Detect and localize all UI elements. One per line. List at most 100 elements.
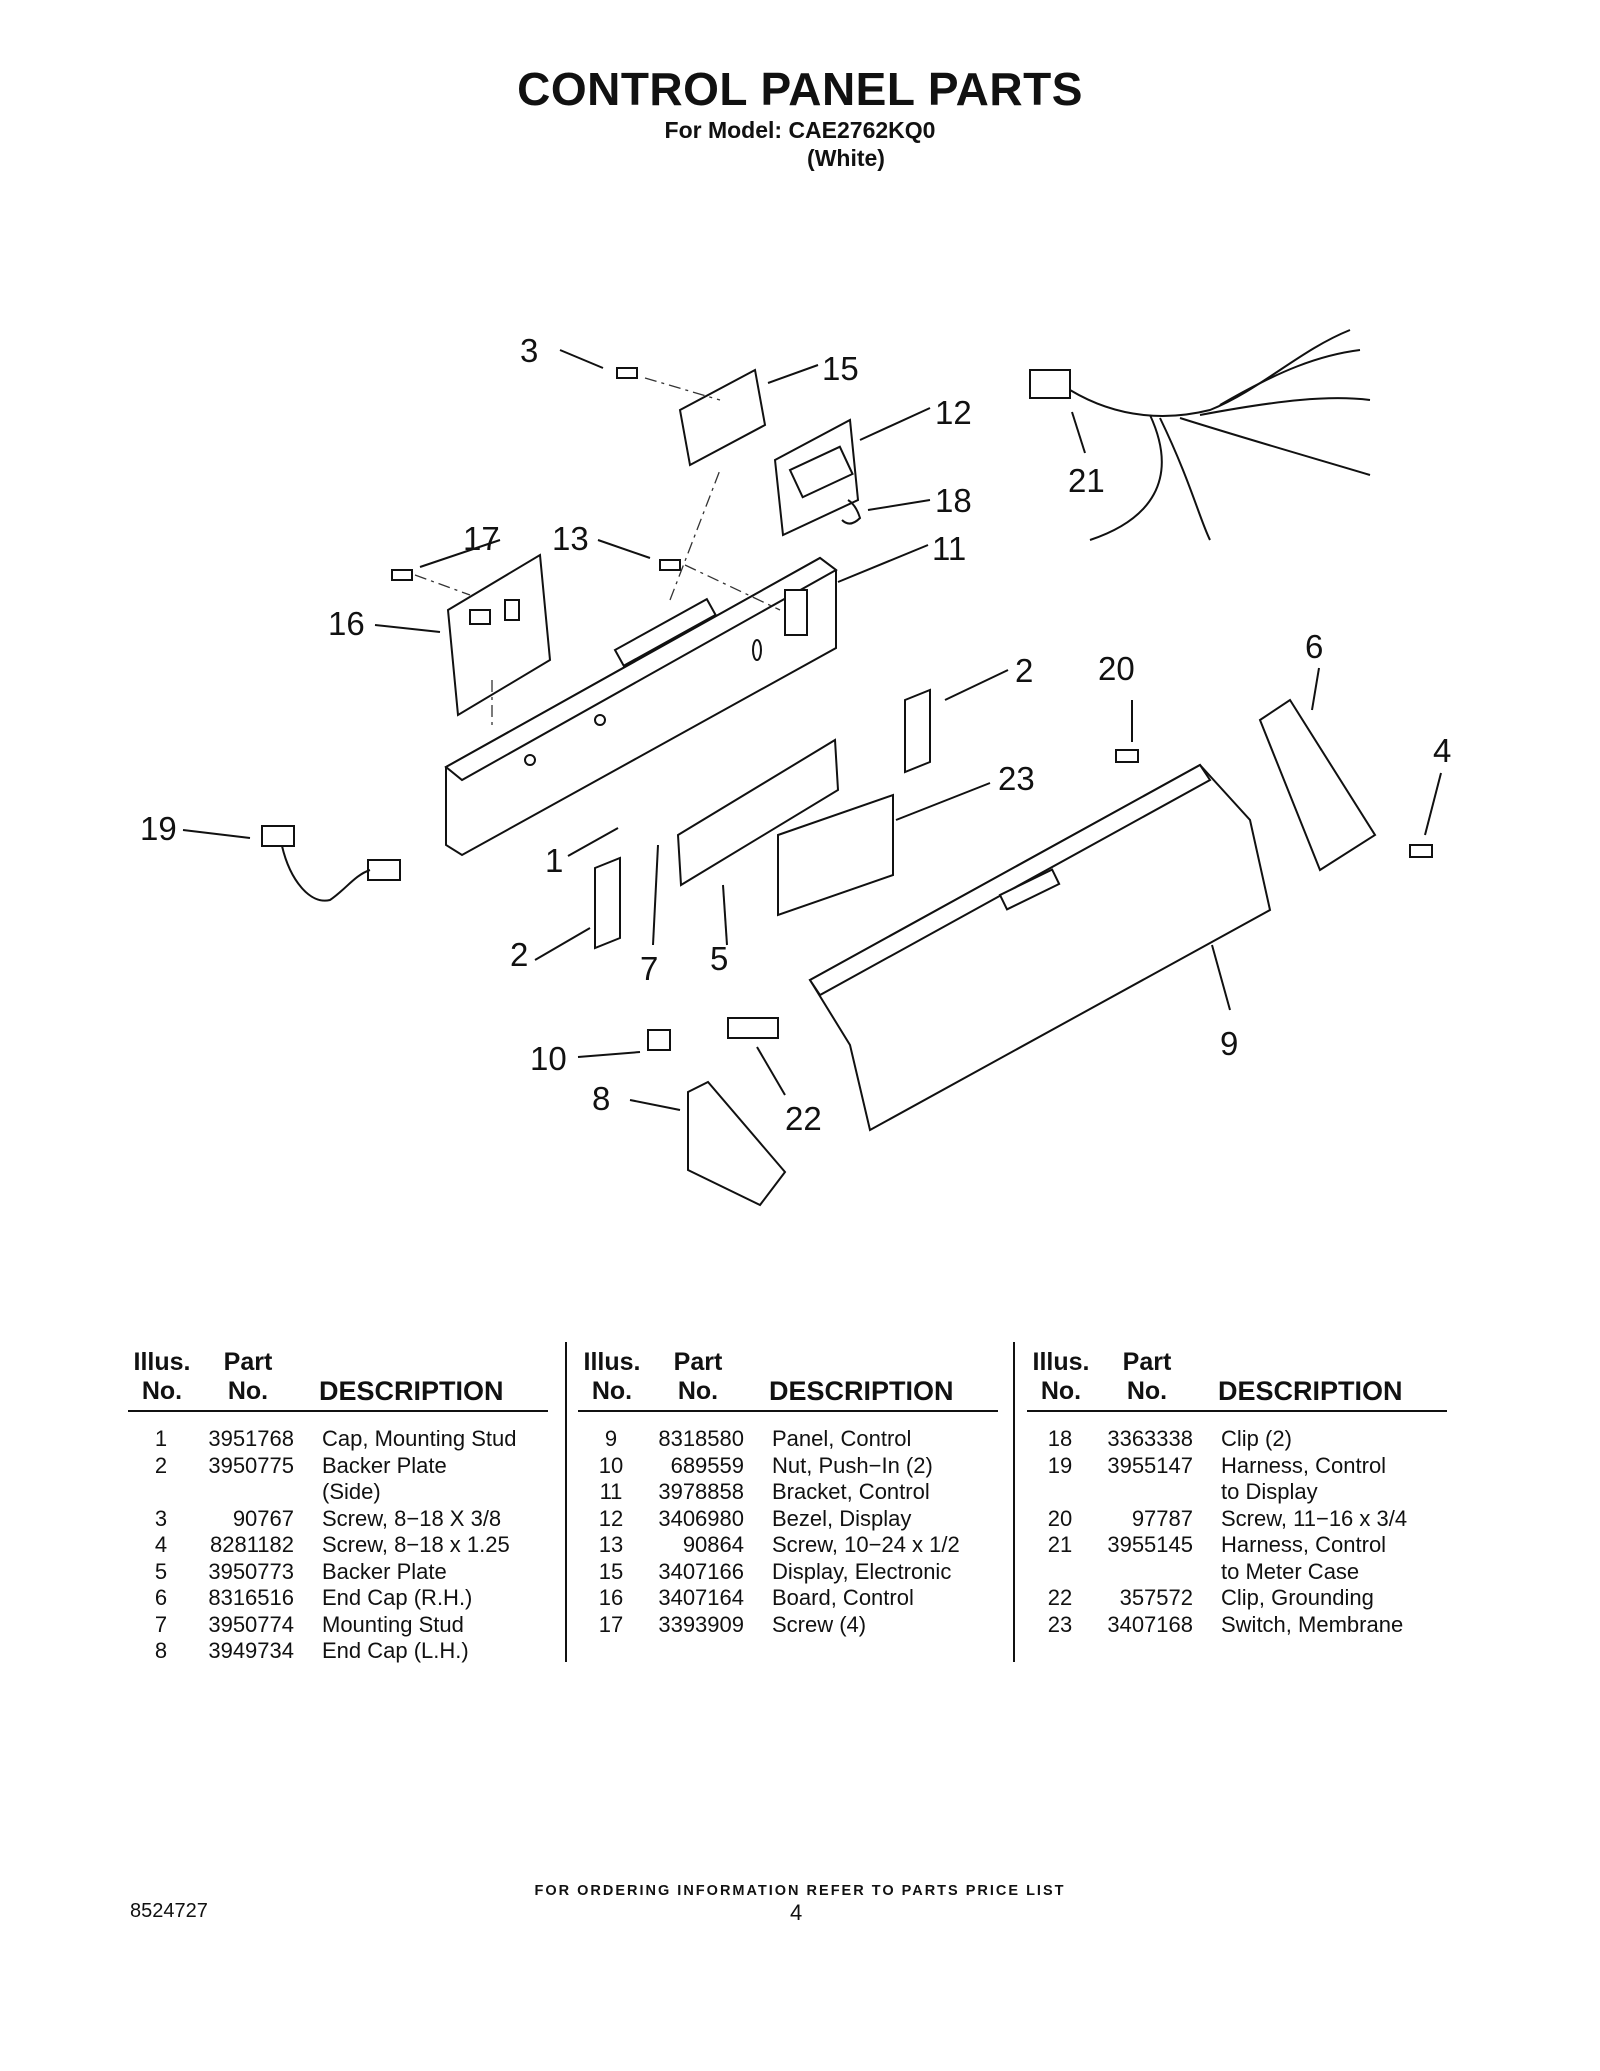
part-number: 357572 [1119,1585,1193,1610]
part-number: 3955147 [1107,1452,1193,1478]
header-part-no: No. [227,1377,269,1405]
illus-number: 11 [599,1479,623,1504]
table-row: 21 3955145 Harness, Control [1027,1532,1447,1559]
part-description: Screw, 8−18 X 3/8 [322,1505,502,1531]
callout-13: 13 [552,520,589,557]
part-number: 3955145 [1107,1532,1193,1557]
part-number: 3406980 [658,1505,744,1531]
callout-6: 6 [1305,628,1323,665]
column-divider [1013,1342,1015,1662]
illus-number: 23 [1047,1611,1073,1637]
illus-number: 21 [1047,1532,1073,1557]
header-description: DESCRIPTION [769,1376,954,1406]
header-rule [578,1410,998,1412]
header-part: Part [673,1348,723,1376]
ordering-note: FOR ORDERING INFORMATION REFER TO PARTS … [534,1883,1066,1899]
callout-15: 15 [822,350,859,387]
table-row: (Side) [128,1479,548,1506]
header-description: DESCRIPTION [1218,1376,1403,1406]
header-part-no: No. [677,1377,719,1405]
color-subtitle: (White) [807,145,885,171]
callout-5: 5 [710,940,728,977]
part-description: End Cap (R.H.) [322,1585,473,1610]
callout-3: 3 [520,332,538,369]
callout-19: 19 [140,810,177,847]
illus-number: 3 [154,1505,168,1531]
illus-number: 15 [598,1558,624,1584]
header-no: No. [141,1377,183,1405]
part-description: Backer Plate [322,1452,447,1478]
header-illus: Illus. [133,1348,191,1376]
callout-2-left: 2 [510,936,528,973]
illus-number: 7 [154,1611,168,1637]
part-number: 3978858 [658,1479,744,1504]
part-number: 3407164 [658,1585,744,1610]
illus-number: 17 [598,1611,624,1637]
part-number: 8316516 [208,1585,294,1610]
backer-and-switch-parts [594,688,931,950]
part-description: Screw, 11−16 x 3/4 [1221,1505,1408,1531]
table-row: to Display [1027,1479,1447,1506]
callout-11: 11 [932,530,966,567]
illus-number: 9 [604,1426,618,1451]
part-description: End Cap (L.H.) [322,1638,469,1663]
illus-number: 16 [598,1585,624,1610]
callout-21: 21 [1068,462,1105,499]
document-number: 8524727 [130,1900,208,1922]
illus-number: 20 [1047,1505,1073,1531]
header-illus: Illus. [583,1348,641,1376]
part-description: to Meter Case [1221,1558,1360,1584]
harness-meter-case-part [1029,329,1371,541]
part-description: Board, Control [772,1585,914,1610]
illus-number: 5 [154,1558,168,1584]
part-number: 8318580 [658,1426,744,1451]
header-illus: Illus. [1032,1348,1090,1376]
display-parts [678,368,862,537]
part-number: 3951768 [208,1426,294,1451]
part-description: Harness, Control [1221,1532,1387,1557]
part-number: 3407166 [658,1558,744,1584]
part-number: 3949734 [208,1638,294,1663]
part-number: 3950773 [208,1558,294,1584]
part-description: Harness, Control [1221,1452,1387,1478]
part-description: Clip (2) [1221,1426,1292,1451]
illus-number: 19 [1047,1452,1073,1478]
part-number: 8281182 [209,1532,294,1557]
part-number: 3950774 [208,1611,294,1637]
part-number: 689559 [670,1452,744,1478]
part-description: Switch, Membrane [1221,1611,1404,1637]
part-number: 3950775 [208,1452,294,1478]
illus-number: 13 [598,1532,624,1557]
part-number: 90864 [682,1532,744,1557]
page-number: 4 [790,1900,803,1925]
clips-part [647,1017,779,1051]
header-part: Part [1122,1348,1172,1376]
callout-18: 18 [935,482,972,519]
control-board-part [446,553,552,717]
page-title: CONTROL PANEL PARTS [517,63,1083,115]
part-description: Cap, Mounting Stud [322,1426,517,1451]
callout-7: 7 [640,950,658,987]
callout-12: 12 [935,394,972,431]
illus-number: 4 [154,1532,168,1557]
part-description: to Display [1221,1479,1318,1504]
